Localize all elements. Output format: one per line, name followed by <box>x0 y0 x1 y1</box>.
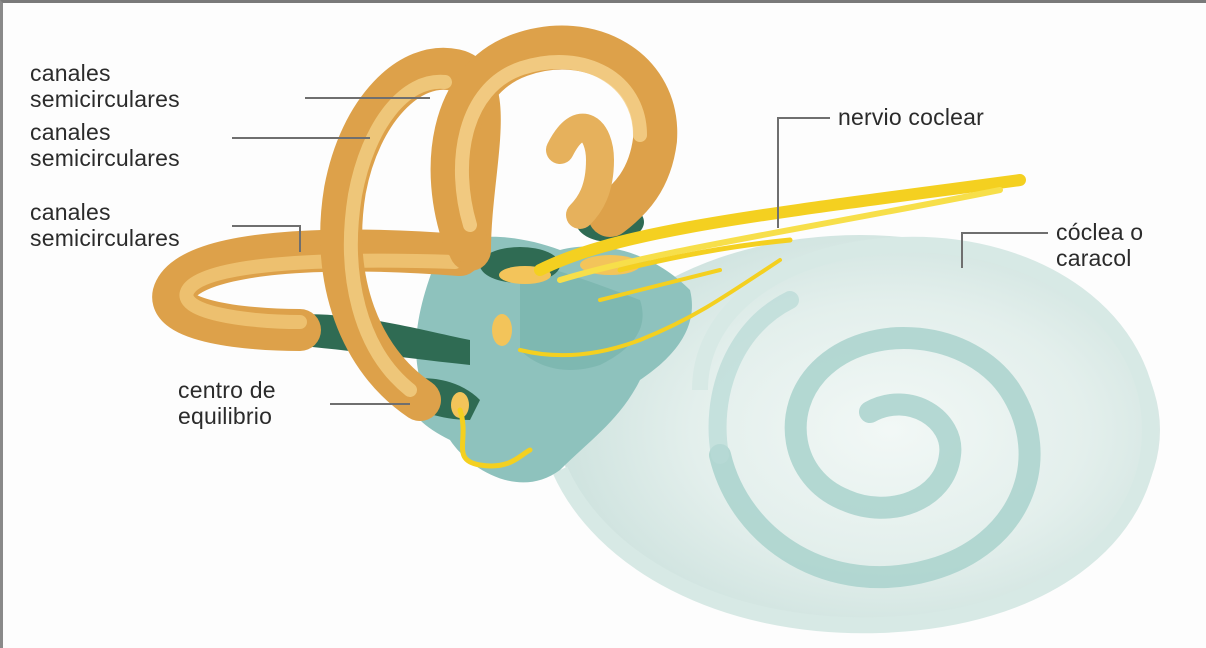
label-centro-de-equilibrio: centro de equilibrio <box>178 377 276 429</box>
label-canales-semicirculares-2: canales semicirculares <box>30 119 180 171</box>
label-coclea-o-caracol: cóclea o caracol <box>1056 219 1143 271</box>
label-canales-semicirculares-1: canales semicirculares <box>30 60 180 112</box>
label-canales-semicirculares-3: canales semicirculares <box>30 199 180 251</box>
label-nervio-coclear: nervio coclear <box>838 104 984 130</box>
